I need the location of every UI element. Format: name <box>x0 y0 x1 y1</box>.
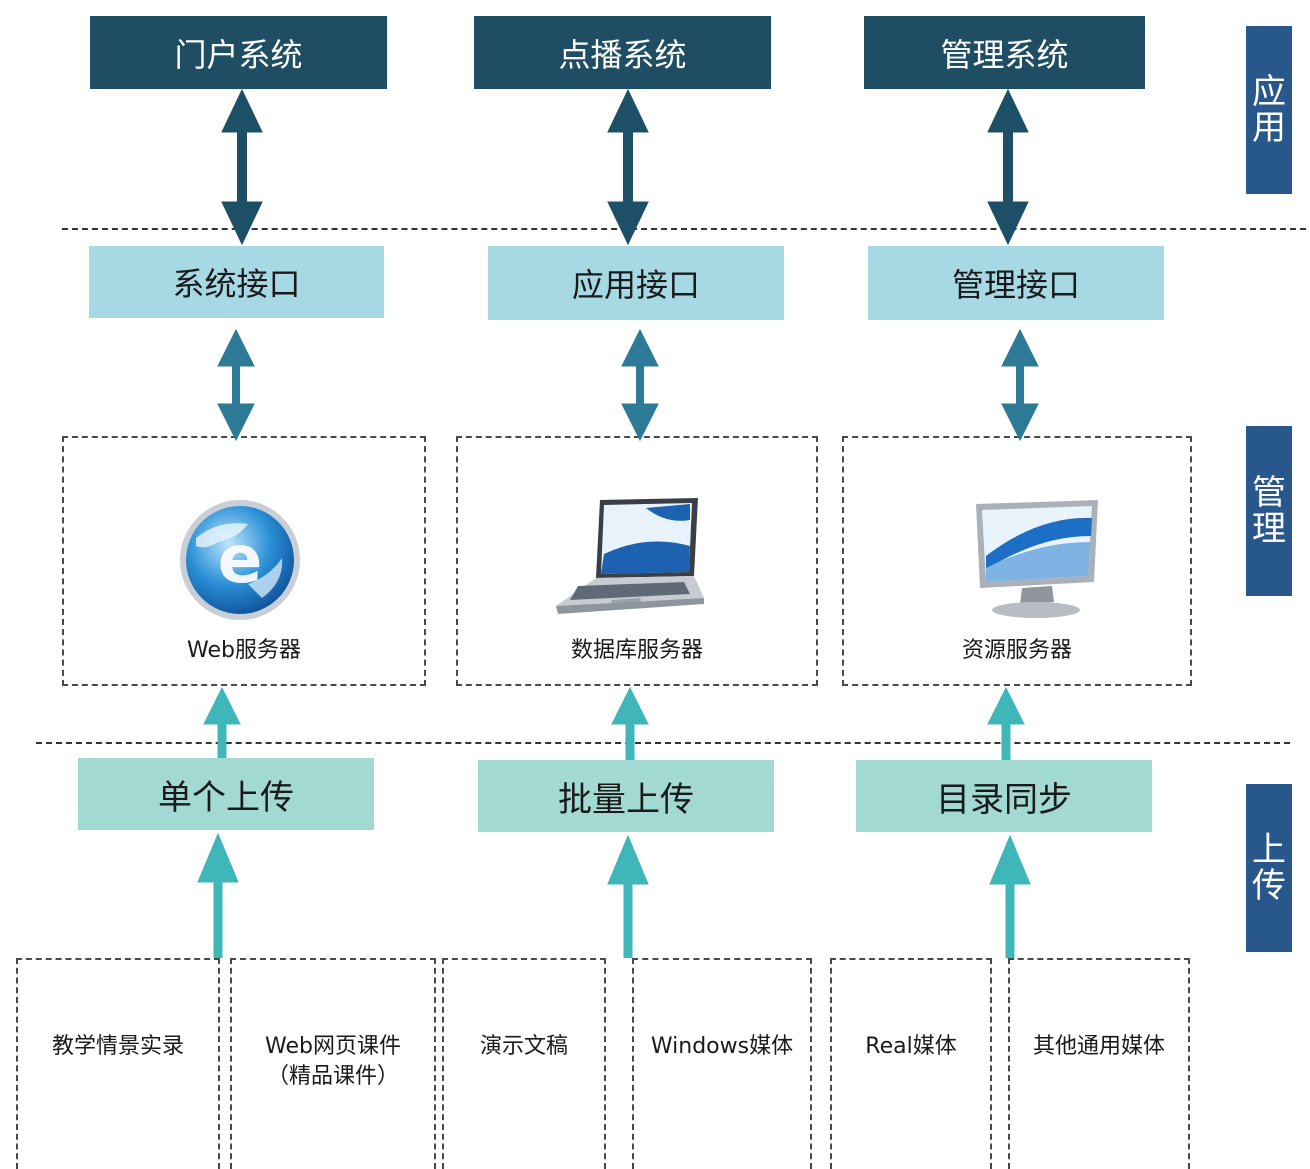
source-box-other-media: 其他通用媒体 <box>1008 958 1190 1169</box>
database-server-box: 数据库服务器 <box>456 436 818 686</box>
single-upload-box: 单个上传 <box>78 758 374 830</box>
web-server-label: Web服务器 <box>187 638 301 663</box>
source-label-line1: Real媒体 <box>865 1034 957 1059</box>
source-box-web-courseware: Web网页课件 （精品课件） <box>230 958 436 1169</box>
arrow-management-interface <box>987 88 1029 246</box>
arrow-batch-upload-database-server <box>611 686 649 760</box>
arrow-directory-sync-resource-server <box>987 686 1025 760</box>
separator-management-upload <box>36 742 1290 744</box>
arrow-sources-batch-upload <box>607 834 649 958</box>
monitor-icon <box>976 500 1098 618</box>
layer-label-management-text: 管理 <box>1252 473 1286 549</box>
layer-label-management: 管理 <box>1246 426 1292 596</box>
portal-system-box: 门户系统 <box>90 16 387 89</box>
source-label-line1: 教学情景实录 <box>51 1034 184 1059</box>
arrow-sources-directory-sync <box>989 834 1031 958</box>
source-label-line1: Windows媒体 <box>650 1034 794 1059</box>
layer-label-application: 应用 <box>1246 26 1292 194</box>
resource-server-label: 资源服务器 <box>961 638 1072 663</box>
source-label-web-courseware: Web网页课件 （精品课件） <box>232 1032 434 1092</box>
source-label-line1: 演示文稿 <box>479 1034 568 1059</box>
source-label-line1: Web网页课件 <box>265 1034 401 1059</box>
arrow-portal-system-interface <box>221 88 263 246</box>
arrow-application-interface-database-server <box>621 328 659 442</box>
source-box-real-media: Real媒体 <box>830 958 992 1169</box>
source-label-line2: （精品课件） <box>266 1064 399 1089</box>
source-label-teaching-recording: 教学情景实录 <box>18 1032 218 1062</box>
layer-label-upload-text: 上传 <box>1252 830 1286 906</box>
arrow-vod-application-interface <box>607 88 649 246</box>
vod-system-box: 点播系统 <box>474 16 771 89</box>
arrow-single-upload-web-server <box>203 686 241 758</box>
globe-ie-icon: e <box>180 500 300 620</box>
arrow-system-interface-web-server <box>217 328 255 442</box>
batch-upload-box: 批量上传 <box>478 760 774 832</box>
source-label-line1: 其他通用媒体 <box>1032 1034 1165 1059</box>
resource-server-box: 资源服务器 <box>842 436 1192 686</box>
arrow-sources-single-upload <box>197 832 239 958</box>
management-system-box: 管理系统 <box>864 16 1145 89</box>
separator-application-management <box>62 228 1306 230</box>
application-interface-box: 应用接口 <box>488 246 784 320</box>
source-box-presentation: 演示文稿 <box>442 958 606 1169</box>
directory-sync-box: 目录同步 <box>856 760 1152 832</box>
source-label-presentation: 演示文稿 <box>444 1032 604 1062</box>
database-server-label: 数据库服务器 <box>570 638 703 663</box>
laptop-icon <box>556 498 704 614</box>
arrow-management-interface-resource-server <box>1001 328 1039 442</box>
source-label-other-media: 其他通用媒体 <box>1010 1032 1188 1062</box>
system-interface-box: 系统接口 <box>89 246 384 318</box>
layer-label-application-text: 应用 <box>1252 72 1286 148</box>
layer-label-upload: 上传 <box>1246 784 1292 952</box>
management-interface-box: 管理接口 <box>868 246 1164 320</box>
source-label-windows-media: Windows媒体 <box>634 1032 810 1062</box>
source-label-real-media: Real媒体 <box>832 1032 990 1062</box>
source-box-windows-media: Windows媒体 <box>632 958 812 1169</box>
svg-text:e: e <box>218 521 263 598</box>
source-box-teaching-recording: 教学情景实录 <box>16 958 220 1169</box>
web-server-box: e Web服务器 <box>62 436 426 686</box>
